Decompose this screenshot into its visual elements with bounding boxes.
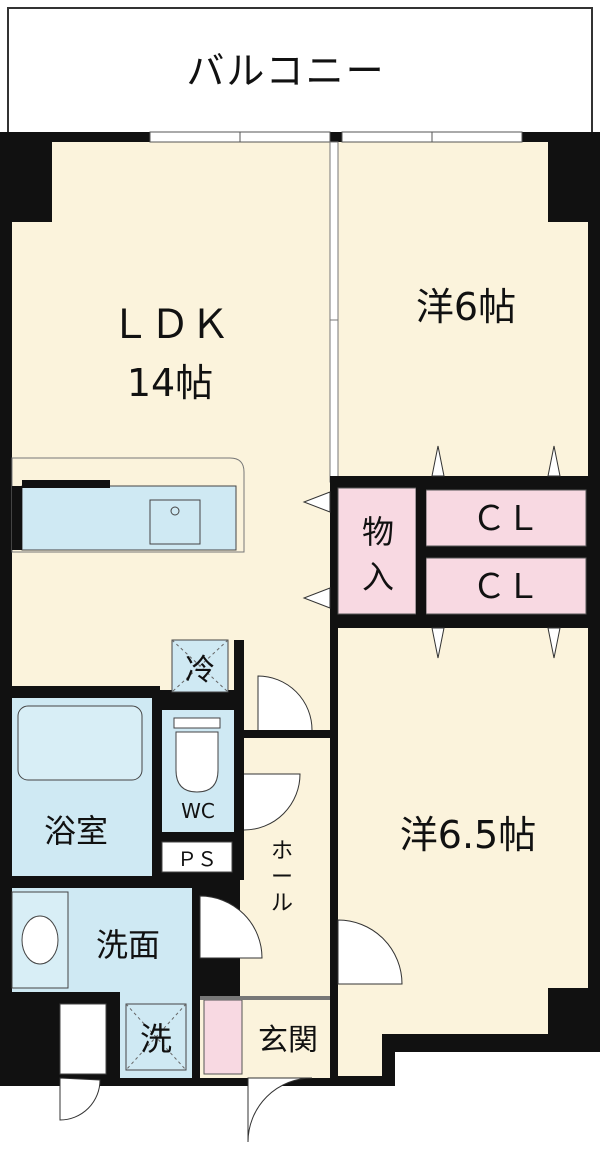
wall — [330, 476, 588, 486]
ps-label: ＰＳ — [177, 847, 217, 871]
fridge-label: 冷 — [185, 653, 215, 688]
ldk-floor — [12, 142, 330, 690]
door-swing — [257, 675, 313, 731]
closet-door-mark — [547, 445, 561, 477]
closet2-label: ＣＬ — [472, 567, 540, 607]
column — [548, 142, 588, 222]
hall-label-1: ホ — [271, 839, 293, 864]
wall — [416, 486, 426, 618]
storage-label-1: 物 — [362, 513, 394, 551]
outdoor-unit — [59, 1003, 107, 1075]
closet1-label: ＣＬ — [472, 499, 540, 539]
wall — [330, 628, 338, 1038]
bath-label: 浴室 — [44, 812, 108, 850]
western1-floor — [338, 142, 588, 476]
balcony-area — [7, 7, 593, 135]
column — [12, 142, 52, 222]
wall — [152, 700, 244, 710]
washroom-label: 洗面 — [96, 926, 160, 964]
wall — [152, 700, 162, 880]
closet-door-mark — [431, 445, 445, 477]
entrance-label: 玄関 — [258, 1023, 318, 1058]
storage-door-mark — [302, 587, 331, 609]
closet-1 — [425, 489, 587, 547]
laundry-label: 洗 — [140, 1020, 172, 1058]
wall — [192, 888, 200, 1078]
toilet-bowl — [175, 731, 219, 793]
wall — [12, 486, 22, 550]
storage-label-2: 入 — [362, 558, 394, 596]
western2-label: 洋6.5帖 — [400, 813, 536, 857]
closet-2 — [425, 557, 587, 615]
wall — [330, 618, 588, 628]
wall — [12, 876, 200, 888]
door-swing — [243, 773, 301, 831]
closet-door-mark — [431, 627, 445, 659]
storage-door-mark — [302, 491, 331, 513]
ldk-label: ＬＤＫ — [110, 302, 230, 348]
wall — [330, 486, 338, 628]
shoe-box — [203, 999, 243, 1075]
western1-label: 洋6帖 — [416, 285, 516, 329]
toilet-tank — [173, 717, 221, 729]
door-swing — [59, 1077, 101, 1121]
wall — [12, 686, 160, 698]
ps-box — [161, 841, 233, 873]
hall-label-2: ー — [271, 865, 293, 890]
entrance-step — [338, 1034, 382, 1076]
balcony-label: バルコニー — [186, 49, 385, 93]
wall — [22, 480, 110, 488]
closet-door-mark — [547, 627, 561, 659]
door-swing — [199, 895, 263, 959]
wc-label: WC — [181, 799, 215, 823]
hall-label-3: ル — [271, 891, 293, 916]
kitchen-counter — [21, 485, 237, 551]
ldk-size-label: 14帖 — [127, 361, 213, 405]
column — [548, 988, 588, 1034]
front-door-swing — [247, 1077, 313, 1143]
wash-basin — [21, 915, 59, 965]
wall — [244, 730, 330, 738]
partition-wall — [329, 141, 339, 483]
bathtub — [17, 705, 143, 781]
entrance-threshold — [200, 996, 330, 1000]
wall — [234, 640, 244, 880]
sink-drain — [170, 506, 180, 516]
storage-room — [337, 487, 417, 615]
door-swing — [337, 919, 403, 985]
